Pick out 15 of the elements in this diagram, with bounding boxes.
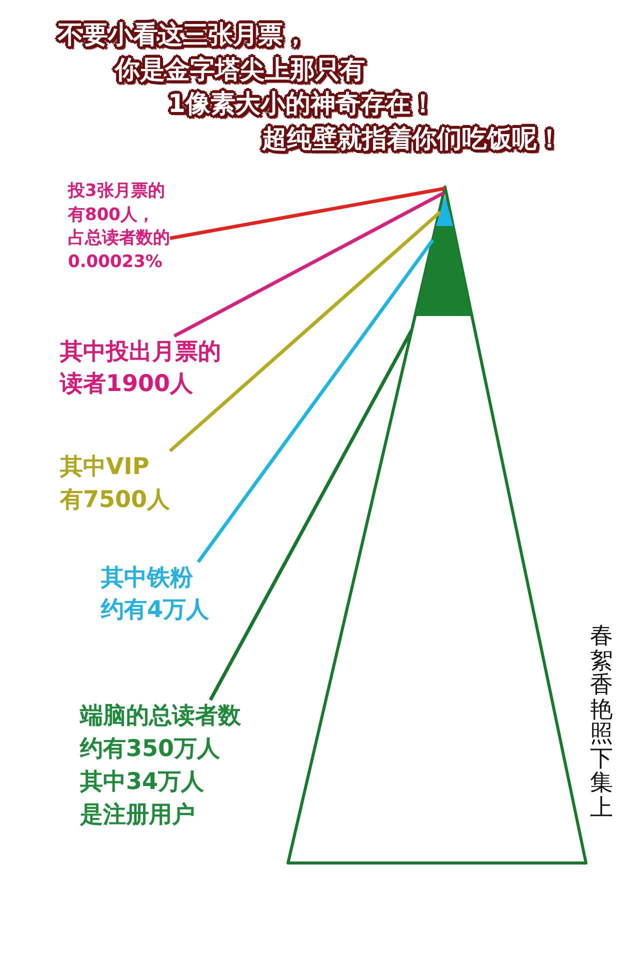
title: 不要小看这三张月票，你是金字塔尖上那只有1像素大小的神奇存在！超纯壁就指着你们吃饭呢！ (55, 18, 562, 156)
leader-line (208, 329, 414, 701)
leader-line (196, 238, 434, 564)
callout-text: 其中投出月票的读者1900人 (60, 336, 221, 400)
callout-text: 其中铁粉约有4万人 (101, 562, 210, 626)
callout-text: 投3张月票的有800人，占总读者数的0.00023% (68, 180, 170, 274)
leader-line (170, 186, 445, 240)
leader-line (168, 210, 442, 452)
callout-text: 其中VIP有7500人 (60, 451, 170, 517)
callout-text: 端脑的总读者数约有350万人其中34万人是注册用户 (80, 700, 241, 832)
vertical-caption: 春絮香艳照下集上 (590, 624, 613, 820)
leader-line (173, 191, 444, 338)
pyramid-tip-section (436, 196, 453, 226)
pyramid-middle-section (415, 226, 472, 316)
pyramid (286, 185, 588, 865)
